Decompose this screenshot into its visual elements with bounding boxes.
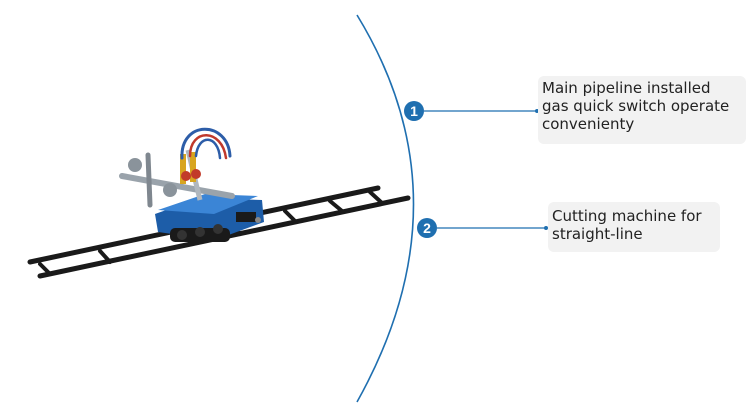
torch-assembly: [119, 149, 235, 208]
callout-2: Cutting machine for straight-line: [548, 202, 720, 252]
gas-hoses: [180, 127, 232, 160]
callout-1-line-1: Main pipeline installed: [542, 79, 711, 97]
connector-dot-2: [544, 226, 548, 230]
marker-2: 2: [417, 218, 437, 238]
marker-2-number: 2: [423, 220, 431, 236]
cutting-machine-illustration: [27, 127, 411, 279]
machine-body: [155, 194, 264, 242]
marker-1-number: 1: [410, 103, 418, 119]
arc-line: [356, 14, 415, 403]
marker-1: 1: [404, 101, 424, 121]
callout-2-line-1: Cutting machine for: [552, 207, 702, 225]
callout-1-line-3: convenienty: [542, 115, 635, 133]
callout-2-line-2: straight-line: [552, 225, 643, 243]
callout-1-line-2: gas quick switch operate: [542, 97, 730, 115]
callout-1: Main pipeline installed gas quick switch…: [538, 76, 746, 144]
